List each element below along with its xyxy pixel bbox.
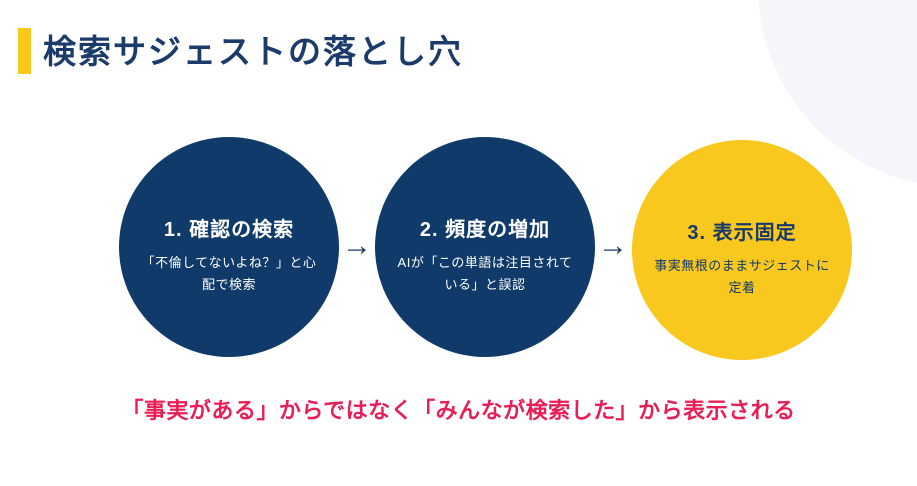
step-2-label: 2. 頻度の増加 [419,219,551,242]
right-arrow-icon: → [598,229,628,262]
step-2-description: AIが「この単語は注目されている」と誤認 [397,255,573,292]
step-circle-1: 1. 確認の検索 「不倫してないよね？」と心配で検索 [119,137,339,357]
right-arrow-icon: → [342,229,372,262]
slide-title: 検索サジェストの落とし穴 [43,32,463,70]
step-circle-2: 2. 頻度の増加 AIが「この単語は注目されている」と誤認 [375,137,595,357]
slide-header: 検索サジェストの落とし穴 [18,28,463,74]
footer-emphasis-text: 「事実がある」からではなく「みんなが検索した」から表示される [121,398,796,423]
step-1-description: 「不倫してないよね？」と心配で検索 [141,255,317,292]
step-circle-3: 3. 表示固定 事実無根のままサジェストに定着 [632,140,852,360]
step-1-label: 1. 確認の検索 [163,219,295,242]
step-3-label: 3. 表示固定 [687,222,797,245]
title-accent-bar [18,28,31,74]
step-3-description: 事実無根のままサジェストに定着 [654,258,830,295]
